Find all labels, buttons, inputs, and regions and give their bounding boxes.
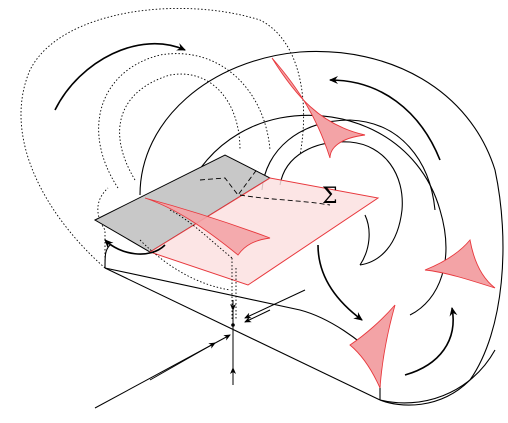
flow-arrow-bottom-right xyxy=(404,307,458,376)
singular-point xyxy=(231,323,235,327)
vertical-axis xyxy=(231,258,237,380)
flow-arrow-mid-down xyxy=(317,244,363,321)
flow-arrow-top-left xyxy=(54,42,186,111)
cusp-right xyxy=(424,238,496,289)
hidden-back-arcs xyxy=(20,7,305,269)
cusp-center xyxy=(144,197,271,256)
axis-lines xyxy=(94,289,306,409)
cusp-regions xyxy=(144,57,496,389)
flow-arrow-top-right xyxy=(329,76,441,161)
flow-arrow-left-loop xyxy=(104,239,166,255)
cusp-top xyxy=(271,57,366,159)
sigma-label: Σ xyxy=(322,184,338,209)
plane-dashed-curves xyxy=(139,167,331,291)
sigma-section-plane xyxy=(148,177,380,286)
flow-arrows xyxy=(54,42,458,376)
cusp-bottom xyxy=(349,304,396,389)
